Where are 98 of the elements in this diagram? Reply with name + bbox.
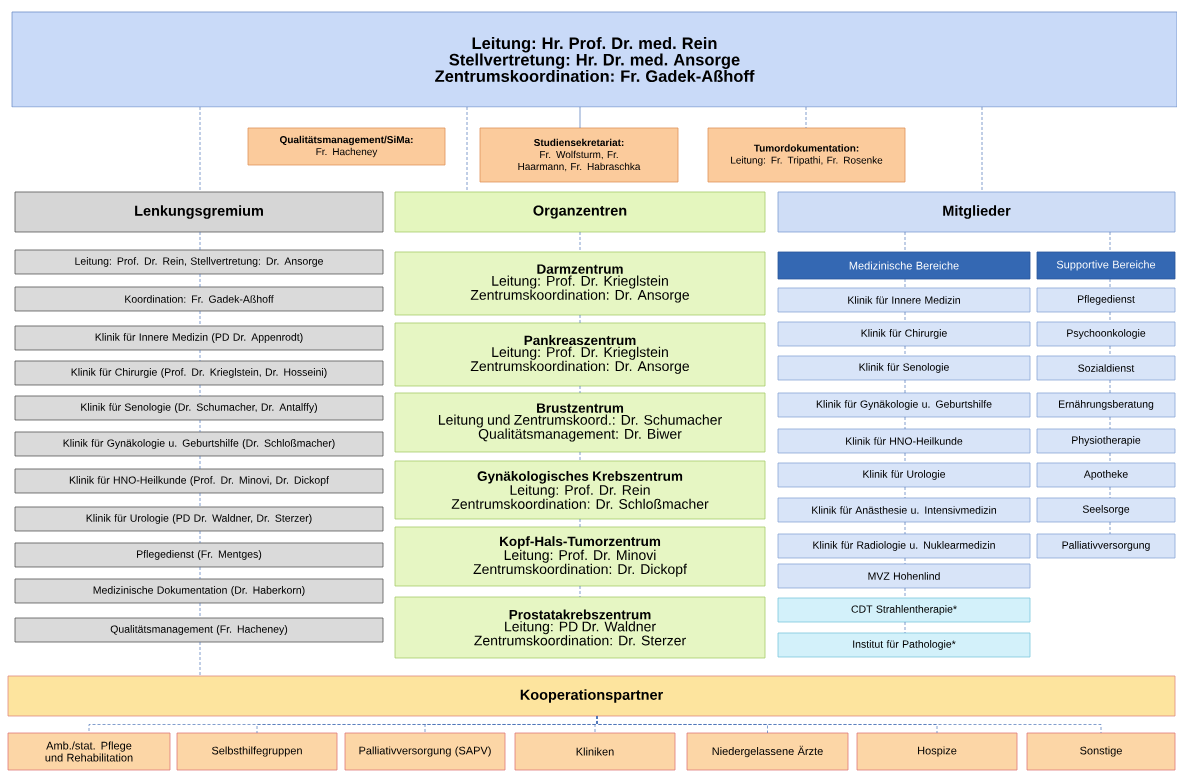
connector-line [579,231,581,253]
member-box: MVZ Hohenlind [777,563,1031,589]
column-header: Organzentren [394,191,766,233]
center-box: Gynäkologisches Krebszentrum Leitung: Prof. Dr. Rein Zentrumskoordination: Dr. Schloßmacher [394,460,766,520]
member-box: CDT Strahlentherapie* [777,597,1031,623]
connector-line [579,314,581,324]
section-header: Medizinische Bereiche [777,251,1031,280]
connector-line [199,273,201,288]
center-box: Darmzentrum Leitung: Prof. Dr. Krieglstein Zentrumskoordination: Dr. Ansorge [394,251,766,316]
member-box: Ernährungsberatung [1036,392,1176,418]
connector-line [1109,452,1111,464]
connector-line [579,385,581,394]
member-box: Klinik für Anästhesie u. Intensivmedizin [777,497,1031,523]
staff-box: Tumordokumentation: Leitung: Fr. Tripathi, Fr. Rosenke [707,127,906,183]
center-box: Prostatakrebszentrum Leitung: PD Dr. Waldner Zentrumskoordination: Dr. Sterzer [394,596,766,659]
committee-box: Klinik für Senologie (Dr. Schumacher, Dr. Antalffy) [14,395,384,421]
connector-line [904,345,906,357]
section-header: Supportive Bereiche [1036,251,1176,280]
connector-line [596,715,1102,734]
member-box: Klinik für Chirurgie [777,321,1031,347]
member-box: Pflegedienst [1036,287,1176,313]
connector-line [579,451,581,462]
center-box: Pankreaszentrum Leitung: Prof. Dr. Krieglstein Zentrumskoordination: Dr. Ansorge [394,322,766,387]
connector-line [904,621,906,634]
member-box: Sozialdienst [1036,355,1176,381]
partner-box: Niedergelassene Ärzte [686,732,849,771]
connector-line [199,530,201,544]
partner-box: Selbsthilfegruppen [176,732,338,771]
committee-box: Klinik für Urologie (PD Dr. Waldner, Dr. Sterzer) [14,506,384,532]
connector-line [199,384,201,397]
committee-box: Klinik für HNO-Heilkunde (Prof. Dr. Minovi, Dr. Dickopf [14,468,384,494]
committee-box: Klinik für Chirurgie (Prof. Dr. Krieglstein, Dr. Hosseini) [14,360,384,386]
connector-line [1109,345,1111,357]
connector-line [1109,416,1111,430]
connector-line [904,311,906,323]
committee-box: Koordination: Fr. Gadek-Aßhoff [14,286,384,312]
connector-line [199,455,201,470]
leadership-box: Leitung: Hr. Prof. Dr. med. Rein Stellvertretung: Hr. Dr. med. Ansorge Zentrumskoordination: Fr. Gadek-Aßhoff [11,11,1177,108]
partner-box: Hospize [856,732,1018,771]
committee-box: Qualitätsmanagement (Fr. Hacheney) [14,617,384,643]
connector-line [904,557,906,565]
member-box: Apotheke [1036,462,1176,488]
connector-line [466,106,468,193]
member-box: Klinik für Radiologie u. Nuklearmedizin [777,533,1031,559]
connector-line [199,641,201,677]
connector-line [579,106,581,129]
connector-line [1109,379,1111,394]
member-box: Klinik für Innere Medizin [777,287,1031,313]
connector-line [904,416,906,430]
partner-header: Kooperationspartner [7,675,1176,717]
member-box: Seelsorge [1036,497,1176,523]
connector-line [904,231,906,253]
connector-line [199,231,201,251]
connector-line [199,310,201,327]
member-box: Klinik für HNO-Heilkunde [777,428,1031,454]
center-box: Kopf-Hals-Tumorzentrum Leitung: Prof. Dr. Minovi Zentrumskoordination: Dr. Dickopf [394,526,766,587]
connector-line [199,419,201,433]
staff-box: Qualitätsmanagement/SiMa: Fr. Hacheney [247,127,446,166]
connector-line [805,106,807,129]
connector-line [904,278,906,289]
member-box: Institut für Pathologie* [777,632,1031,658]
connector-line [1109,486,1111,499]
connector-line [904,486,906,499]
connector-line [199,602,201,619]
connector-line [981,106,983,193]
member-box: Physiotherapie [1036,428,1176,454]
connector-line [904,452,906,464]
member-box: Palliativversorgung [1036,533,1176,559]
partner-box: Sonstige [1026,732,1176,771]
connector-line [199,492,201,508]
committee-box: Klinik für Innere Medizin (PD Dr. Appenrodt) [14,325,384,351]
connector-line [904,521,906,535]
committee-box: Leitung: Prof. Dr. Rein, Stellvertretung: Dr. Ansorge [14,249,384,275]
connector-line [1109,231,1111,253]
connector-line [199,106,201,193]
connector-line [1109,278,1111,289]
connector-line [579,585,581,598]
member-box: Klinik für Senologie [777,355,1031,381]
connector-line [904,587,906,599]
connector-line [1109,521,1111,535]
partner-box: Kliniken [514,732,676,771]
connector-line [199,349,201,362]
column-header: Lenkungsgremium [14,191,384,233]
connector-line [1109,311,1111,323]
committee-box: Pflegedienst (Fr. Mentges) [14,542,384,568]
committee-box: Medizinische Dokumentation (Dr. Haberkorn) [14,578,384,604]
connector-line [199,566,201,580]
partner-box: Palliativversorgung (SAPV) [344,732,506,771]
connector-line [904,379,906,394]
member-box: Psychoonkologie [1036,321,1176,347]
member-box: Klinik für Urologie [777,462,1031,488]
committee-box: Klinik für Gynäkologie u. Geburtshilfe (Dr. Schloßmacher) [14,431,384,457]
center-box: Brustzentrum Leitung und Zentrumskoord.: Dr. Schumacher Qualitätsmanagement: Dr. Biwer [394,392,766,453]
column-header: Mitglieder [777,191,1176,233]
connector-line [579,518,581,528]
member-box: Klinik für Gynäkologie u. Geburtshilfe [777,392,1031,418]
staff-box: Studiensekretariat: Fr. Wolfsturm, Fr. Haarmann, Fr. Habraschka [479,127,679,183]
partner-box: Amb./stat. Pflege und Rehabilitation [7,732,171,771]
